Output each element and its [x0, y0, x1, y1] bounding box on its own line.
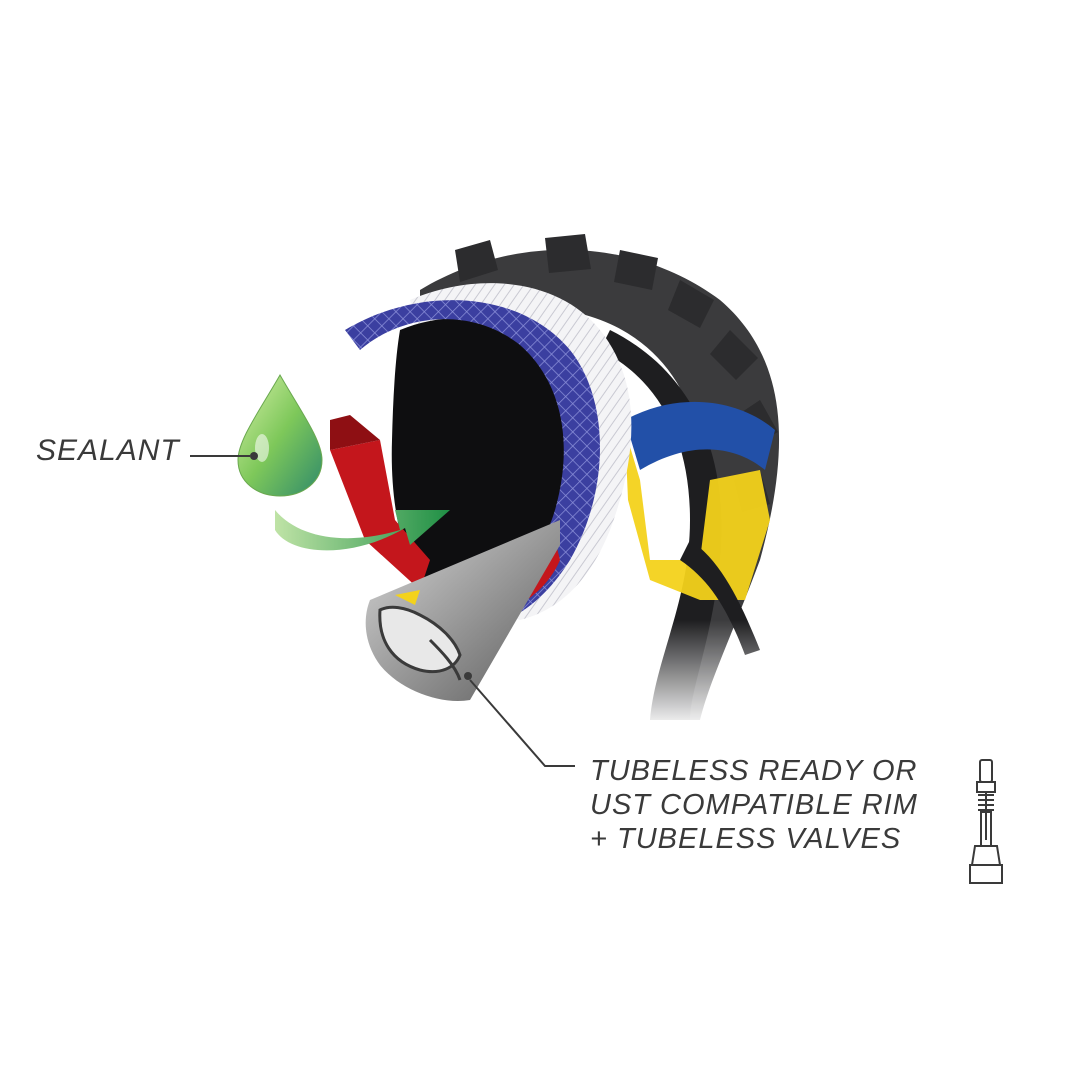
flow-arrow-icon — [275, 510, 450, 551]
rim-profile — [365, 520, 560, 701]
sealant-drop-icon — [237, 373, 323, 497]
tubeless-valve-icon — [969, 759, 1003, 884]
rim-label-line-1: TUBELESS READY OR — [590, 755, 918, 787]
casing-mesh-ring — [345, 300, 600, 625]
rim-label-line-2: UST COMPATIBLE RIM — [590, 789, 918, 821]
rim-label-line-3: + TUBELESS VALVES — [590, 823, 902, 855]
rim-label: TUBELESS READY OR UST COMPATIBLE RIM + T… — [590, 754, 918, 856]
sealant-label: SEALANT — [36, 434, 180, 467]
leader-lines — [190, 452, 575, 767]
